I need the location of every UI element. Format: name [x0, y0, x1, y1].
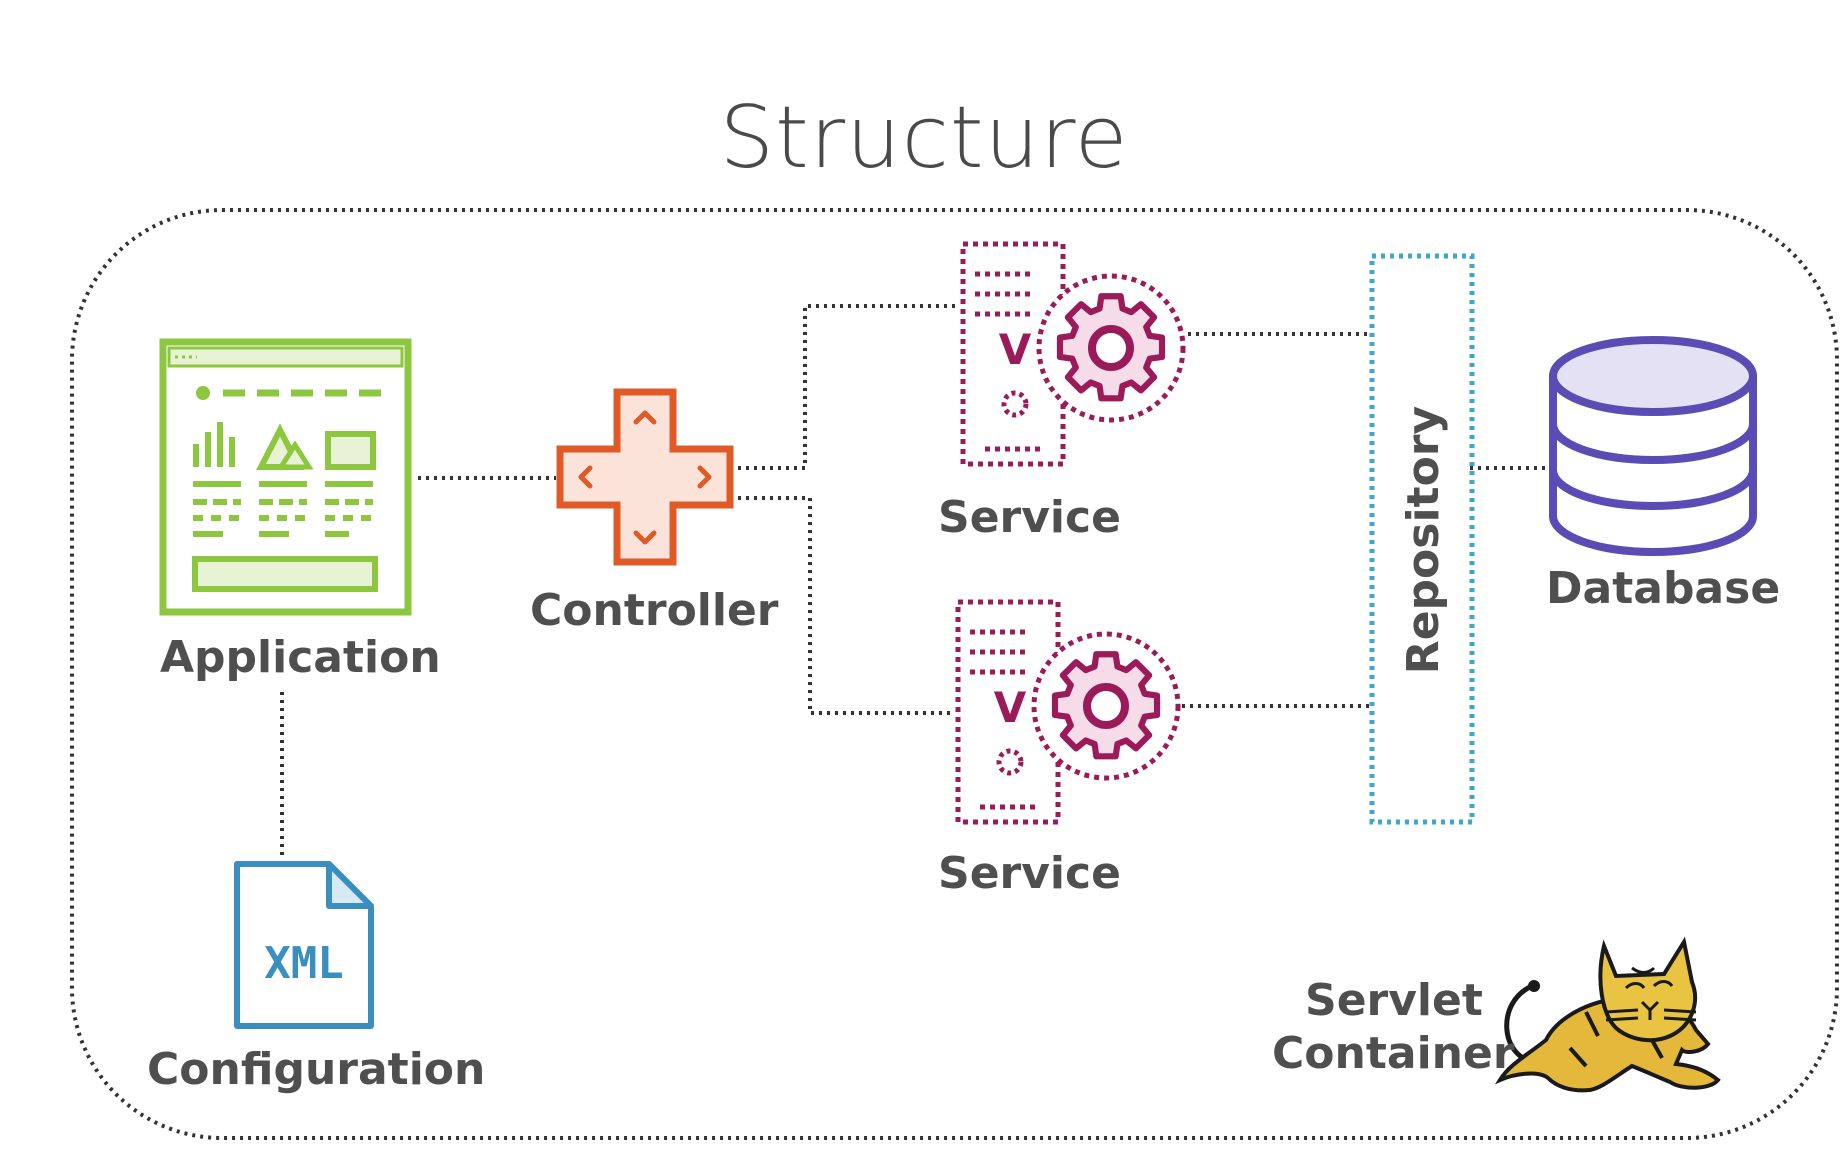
connectors	[280, 304, 1550, 858]
tomcat-cat-logo	[1494, 936, 1721, 1093]
dpad-icon	[556, 388, 734, 566]
database-label: Database	[1546, 563, 1781, 614]
diagram-title: Structure	[719, 88, 1129, 188]
database-icon	[1549, 336, 1757, 556]
xml-file-icon: XML	[234, 861, 374, 1029]
server-gear-icon: V	[955, 599, 1181, 825]
servlet-container-boundary	[70, 208, 1839, 1140]
svg-text:V: V	[999, 325, 1032, 374]
controller-label: Controller	[530, 585, 779, 636]
repository-label: Repository	[1398, 406, 1449, 674]
connector-controller-service-top	[730, 304, 960, 470]
service-bottom-label: Service	[938, 848, 1121, 899]
service-top-label: Service	[938, 492, 1121, 543]
server-gear-icon: V	[960, 241, 1186, 467]
xml-icon-text: XML	[264, 938, 343, 989]
configuration-label: Configuration	[147, 1044, 486, 1095]
svg-text:V: V	[994, 683, 1027, 732]
web-page-icon	[159, 338, 412, 616]
application-label: Application	[160, 632, 441, 683]
servlet-container-label-line2: Container	[1272, 1028, 1515, 1079]
connector-controller-service-bottom	[730, 496, 955, 715]
servlet-container-label-line1: Servlet	[1305, 975, 1483, 1026]
